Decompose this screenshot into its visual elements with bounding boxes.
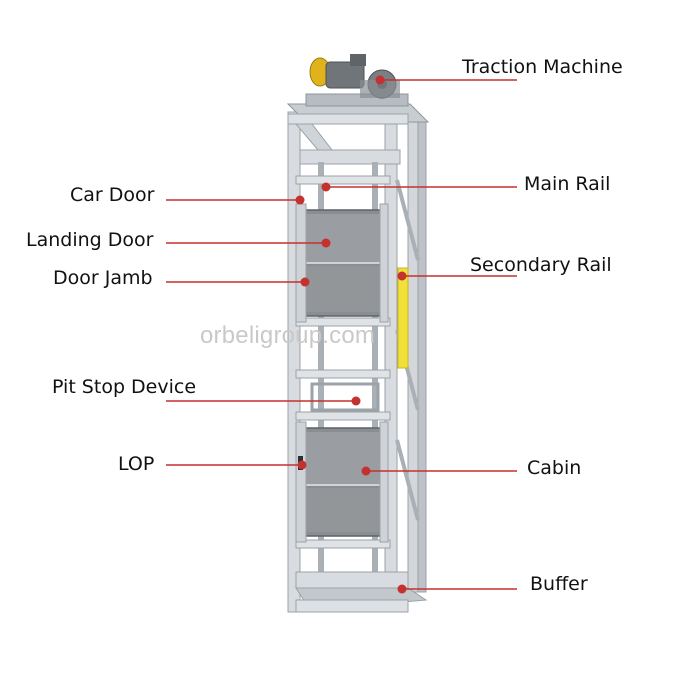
label-pit-stop-device: Pit Stop Device <box>52 376 197 398</box>
label-main-rail: Main Rail <box>524 173 611 195</box>
leader-lines <box>166 75 517 594</box>
label-landing-door: Landing Door <box>26 229 154 251</box>
label-car-door: Car Door <box>70 184 155 206</box>
watermark: orbeligroup.com <box>200 322 376 349</box>
lower-cabin <box>295 421 389 543</box>
label-door-jamb: Door Jamb <box>53 267 153 289</box>
label-traction-machine: Traction Machine <box>462 56 623 78</box>
label-cabin: Cabin <box>527 457 582 479</box>
label-secondary-rail: Secondary Rail <box>470 254 612 276</box>
pit-stop-frame <box>310 382 380 412</box>
label-buffer: Buffer <box>530 573 588 595</box>
label-lop: LOP <box>118 453 155 475</box>
traction-machine-icon <box>305 54 409 107</box>
shaft-frame <box>286 103 430 613</box>
upper-landing-door <box>295 203 389 323</box>
